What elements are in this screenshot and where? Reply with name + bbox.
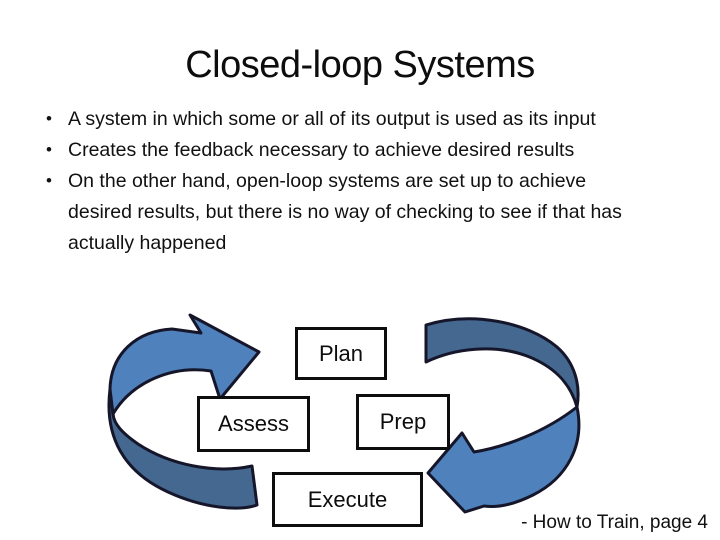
slide-title: Closed-loop Systems (185, 44, 535, 86)
bullet-text: Creates the feedback necessary to achiev… (68, 139, 575, 161)
left-curved-arrow-icon (107, 313, 261, 510)
bullet-dot: • (46, 140, 52, 159)
bullet-item: • On the other hand, open-loop systems a… (42, 166, 682, 259)
bullet-dot: • (46, 171, 52, 190)
cycle-node-prep: Prep (356, 394, 450, 450)
source-citation: - How to Train, page 4 (521, 512, 708, 533)
bullet-text: A system in which some or all of its out… (68, 108, 596, 130)
bullet-text: On the other hand, open-loop systems are… (68, 170, 622, 254)
right-curved-arrow-icon (424, 317, 581, 514)
node-label: Prep (379, 409, 427, 434)
bullet-item: • Creates the feedback necessary to achi… (42, 135, 682, 166)
bullet-dot: • (46, 109, 52, 128)
node-label: Execute (307, 486, 388, 512)
cycle-node-plan: Plan (295, 327, 387, 380)
node-label: Plan (318, 340, 364, 366)
bullet-item: • A system in which some or all of its o… (42, 104, 682, 135)
cycle-node-execute: Execute (272, 472, 423, 527)
bullet-list: • A system in which some or all of its o… (42, 104, 682, 259)
cycle-node-assess: Assess (197, 396, 310, 452)
node-label: Assess (218, 411, 289, 436)
